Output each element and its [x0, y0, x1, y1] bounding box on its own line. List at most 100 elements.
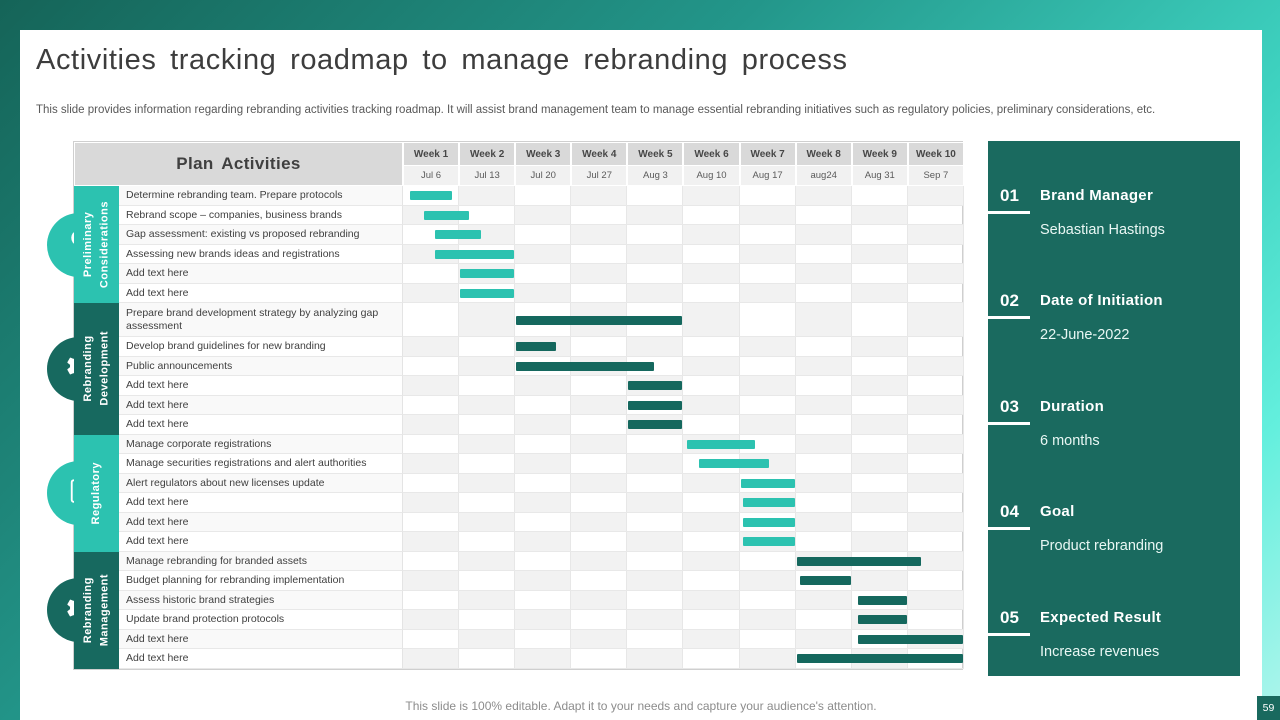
grid-cell — [795, 264, 852, 284]
gantt-bar — [460, 269, 515, 279]
table-row: Add text here — [119, 532, 964, 552]
week-label: Week 7 — [739, 142, 796, 165]
item-title: Goal — [1040, 503, 1075, 521]
grid-cell — [907, 532, 964, 552]
grid-cell — [515, 205, 572, 225]
grid-cell — [739, 395, 796, 415]
grid-cell — [795, 434, 852, 454]
week-label: Week 9 — [851, 142, 908, 165]
grid-cell — [459, 225, 516, 245]
item-number: 03 — [1000, 396, 1019, 416]
grid-cell — [459, 303, 516, 337]
grid-cell — [907, 590, 964, 610]
task-timeline — [403, 532, 964, 552]
week-date-label: Jul 13 — [459, 165, 516, 186]
grid-cell — [571, 610, 628, 630]
week-date-label: aug24 — [795, 165, 852, 186]
grid-cell — [683, 493, 740, 513]
grid-cell — [907, 356, 964, 376]
grid-cell — [459, 571, 516, 591]
task-label: Add text here — [119, 264, 403, 284]
grid-cell — [795, 337, 852, 357]
item-underline — [988, 211, 1030, 214]
week-label: Week 3 — [515, 142, 572, 165]
grid-cell — [627, 205, 684, 225]
grid-cell — [515, 434, 572, 454]
table-row: Public announcements — [119, 356, 964, 376]
grid-cell — [571, 454, 628, 474]
item-underline — [988, 632, 1030, 636]
grid-cell — [907, 205, 964, 225]
task-label: Manage securities registrations and aler… — [119, 454, 403, 474]
grid-cell — [403, 434, 460, 454]
task-timeline — [403, 649, 964, 669]
task-timeline — [403, 551, 964, 571]
grid-cell — [739, 649, 796, 669]
grid-cell — [627, 610, 684, 630]
grid-cell — [459, 186, 516, 206]
grid-cell — [739, 376, 796, 396]
item-underline — [988, 316, 1030, 320]
grid-cell — [459, 493, 516, 513]
grid-cell — [683, 415, 740, 435]
table-row: Develop brand guidelines for new brandin… — [119, 337, 964, 357]
grid-cell — [907, 264, 964, 284]
week-label: Week 2 — [459, 142, 516, 165]
item-number: 05 — [1000, 607, 1019, 627]
grid-cell — [515, 629, 572, 649]
task-timeline — [403, 283, 964, 303]
grid-cell — [627, 434, 684, 454]
footer-note: This slide is 100% editable. Adapt it to… — [405, 699, 877, 713]
grid-cell — [627, 532, 684, 552]
table-row: Add text here — [119, 415, 964, 435]
task-timeline — [403, 512, 964, 532]
grid-cell — [683, 512, 740, 532]
grid-cell — [683, 532, 740, 552]
grid-cell — [795, 454, 852, 474]
grid-cell — [851, 186, 908, 206]
task-timeline — [403, 473, 964, 493]
table-row: Manage rebranding for branded assets — [119, 551, 964, 571]
grid-cell — [627, 283, 684, 303]
grid-cell — [515, 415, 572, 435]
grid-cell — [907, 473, 964, 493]
grid-cell — [907, 454, 964, 474]
task-timeline — [403, 244, 964, 264]
week-date-label: Jul 20 — [515, 165, 572, 186]
grid-cell — [459, 356, 516, 376]
task-label: Budget planning for rebranding implement… — [119, 571, 403, 591]
grid-cell — [739, 337, 796, 357]
grid-cell — [683, 244, 740, 264]
group-name-label: Rebranding Management — [82, 573, 111, 647]
grid-cell — [403, 376, 460, 396]
grid-cell — [795, 376, 852, 396]
grid-cell — [795, 473, 852, 493]
grid-cell — [571, 629, 628, 649]
grid-cell — [515, 376, 572, 396]
grid-cell — [739, 225, 796, 245]
grid-cell — [739, 244, 796, 264]
grid-cell — [571, 186, 628, 206]
grid-cell — [459, 551, 516, 571]
gantt-bar — [628, 381, 683, 391]
grid-cell — [459, 415, 516, 435]
grid-cell — [907, 551, 964, 571]
grid-cell — [683, 473, 740, 493]
grid-cell — [515, 186, 572, 206]
table-row: Add text here — [119, 512, 964, 532]
grid-cell — [459, 434, 516, 454]
week-label: Week 4 — [571, 142, 628, 165]
grid-cell — [459, 532, 516, 552]
gantt-bar — [628, 420, 683, 430]
grid-cell — [907, 571, 964, 591]
week-date-label: Aug 10 — [683, 165, 740, 186]
grid-cell — [403, 571, 460, 591]
